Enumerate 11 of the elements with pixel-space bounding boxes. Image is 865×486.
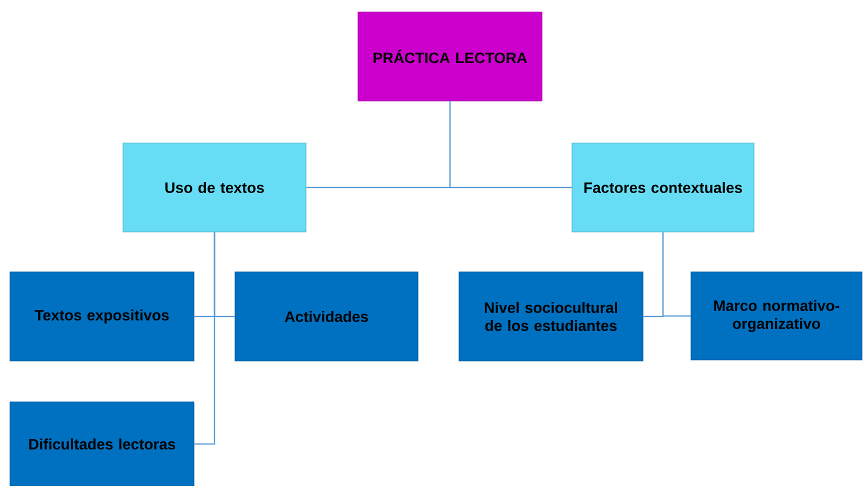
title-box: PRÁCTICA LECTORA: [358, 12, 542, 102]
category-box: Factores contextuales: [572, 142, 754, 232]
connector: [194, 232, 216, 445]
item-box: Marco normativo-organizativo: [690, 272, 862, 360]
item-box: Dificultades lectoras: [10, 402, 194, 486]
connector: [449, 101, 572, 188]
item-box: Nivel sociocultural de los estudiantes: [458, 272, 644, 362]
category-box: Uso de textos: [122, 142, 306, 232]
connector: [662, 232, 691, 317]
item-box: Actividades: [234, 272, 418, 362]
item-box: Textos expositivos: [10, 272, 194, 362]
